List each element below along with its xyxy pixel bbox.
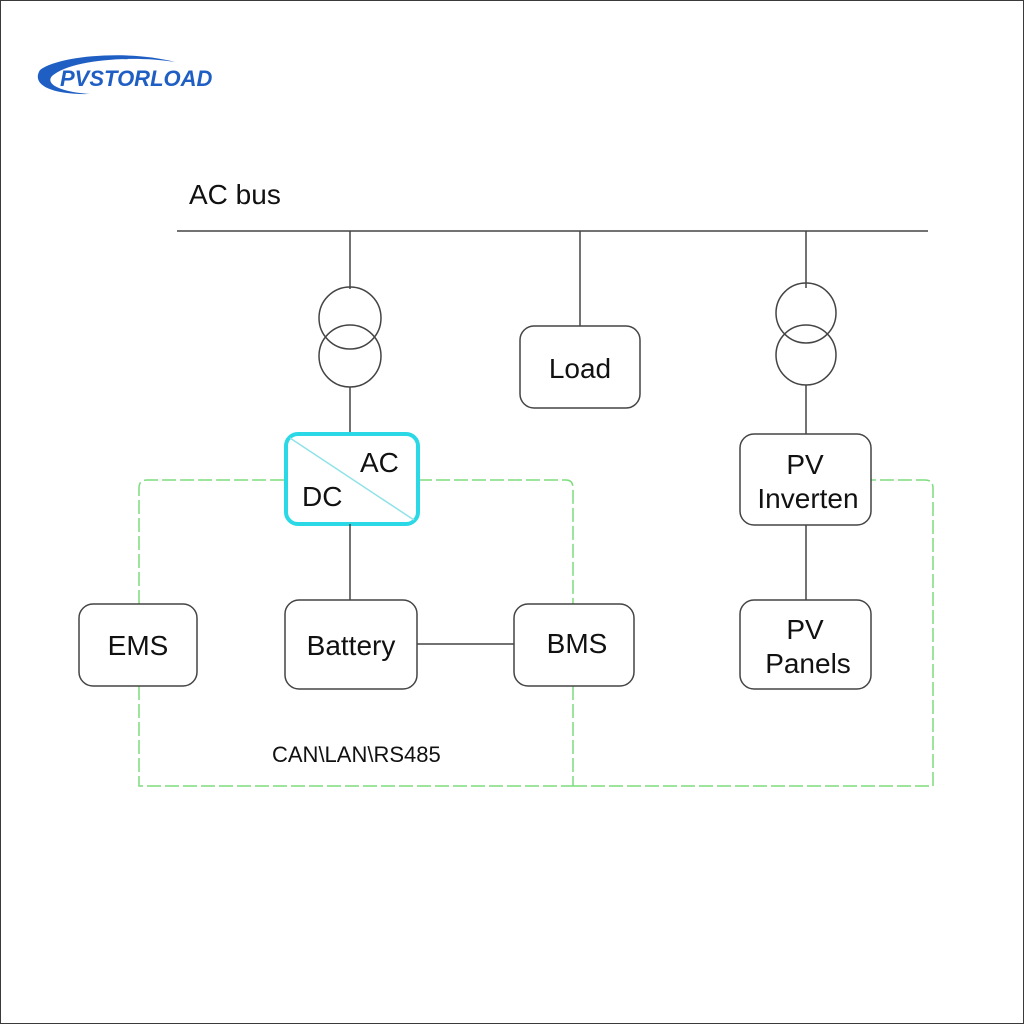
pv-inverter-box[interactable]: PV Inverten bbox=[739, 433, 872, 526]
logo-swoosh-icon bbox=[37, 55, 175, 95]
ems-label: EMS bbox=[108, 630, 169, 661]
comm-network bbox=[138, 479, 934, 787]
pv-panels-label-line1: PV bbox=[786, 614, 824, 645]
logo: PVSTORLOAD bbox=[37, 55, 213, 95]
pv-inverter-label-line2: Inverten bbox=[757, 483, 858, 514]
left-transformer-icon bbox=[318, 286, 382, 388]
pcs-diagonal bbox=[289, 437, 415, 521]
right-transformer-icon bbox=[775, 282, 837, 386]
comm-line-bottom-right bbox=[573, 479, 934, 787]
pv-panels-box[interactable]: PV Panels bbox=[739, 599, 872, 690]
bms-box[interactable]: BMS bbox=[513, 603, 635, 687]
ac-bus-label: AC bus bbox=[189, 179, 281, 210]
bms-label: BMS bbox=[547, 628, 608, 659]
pcs-converter-box[interactable]: AC DC bbox=[284, 432, 420, 526]
load-label: Load bbox=[549, 353, 611, 384]
battery-box[interactable]: Battery bbox=[284, 599, 418, 690]
ems-box[interactable]: EMS bbox=[78, 603, 198, 687]
pcs-dc-label: DC bbox=[302, 481, 342, 512]
comm-line-pcs-to-bms bbox=[418, 479, 574, 604]
pcs-ac-label: AC bbox=[360, 447, 399, 478]
comm-line-ems-bottom bbox=[138, 686, 573, 787]
comm-line-ems-to-pcs bbox=[138, 479, 286, 604]
comm-protocol-label: CAN\LAN\RS485 bbox=[272, 742, 441, 767]
pv-panels-label-line2: Panels bbox=[765, 648, 851, 679]
pv-inverter-label-line1: PV bbox=[786, 449, 824, 480]
load-box[interactable]: Load bbox=[519, 325, 641, 409]
battery-label: Battery bbox=[307, 630, 396, 661]
logo-text: PVSTORLOAD bbox=[60, 66, 213, 91]
